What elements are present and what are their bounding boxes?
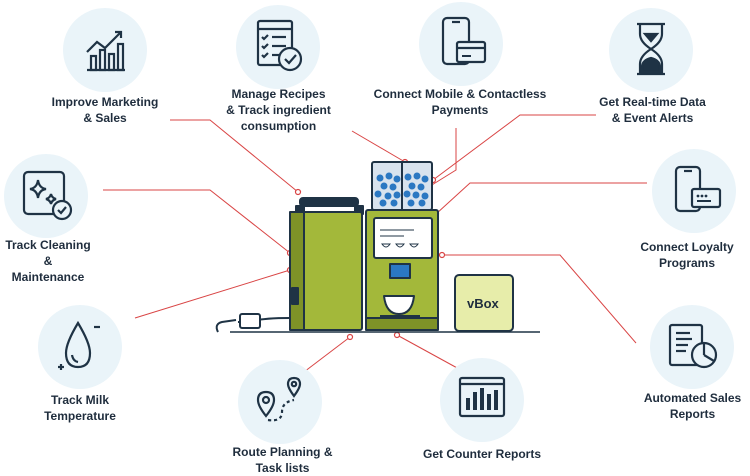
- checklist-icon: [256, 19, 303, 72]
- feature-counter: [440, 358, 524, 442]
- feature-route: [238, 360, 322, 444]
- coffee-beans: [374, 172, 429, 207]
- label-cleaning: Track Cleaning & Maintenance: [5, 238, 91, 284]
- connector-dot-marketing: [294, 188, 302, 196]
- growth-chart-icon: [86, 30, 125, 72]
- label-route: Route Planning & Task lists: [232, 445, 333, 475]
- fridge-handle: [299, 197, 359, 207]
- feature-marketing: [63, 8, 147, 92]
- sparkle-check-icon: [22, 170, 73, 221]
- connector-sales: [442, 254, 637, 344]
- phone-loyalty-icon: [674, 165, 722, 213]
- connector-recipes: [351, 130, 406, 163]
- connector-payments: [426, 128, 457, 189]
- connector-milk: [134, 269, 291, 319]
- label-sales: Automated Sales Reports: [643, 391, 742, 421]
- label-counter: Get Counter Reports: [422, 447, 541, 461]
- report-pie-icon: [668, 323, 718, 369]
- feature-recipes: [236, 5, 320, 89]
- label-milk: Track Milk Temperature: [44, 393, 116, 423]
- connector-dot-sales: [438, 251, 446, 259]
- counter-chart-icon: [458, 376, 506, 418]
- connector-marketing: [170, 119, 299, 193]
- feature-loyalty: [652, 149, 736, 233]
- label-realtime: Get Real-time Data & Event Alerts: [599, 95, 706, 125]
- label-payments: Connect Mobile & Contactless Payments: [373, 87, 547, 117]
- coffee-spout: [389, 263, 411, 279]
- connector-dot-route: [346, 333, 354, 341]
- connector-realtime: [432, 114, 596, 181]
- connector-cleaning: [103, 189, 291, 254]
- hourglass-icon: [637, 22, 665, 76]
- feature-sales: [650, 305, 734, 389]
- machine-screen: [373, 217, 433, 259]
- connector-loyalty: [435, 182, 647, 215]
- label-marketing: Improve Marketing & Sales: [51, 95, 159, 125]
- phone-card-icon: [441, 16, 487, 66]
- route-pin-icon: [256, 376, 302, 422]
- vbox-device: [454, 274, 514, 332]
- feature-cleaning: [4, 154, 88, 238]
- milk-drop-icon: [58, 320, 100, 370]
- feature-payments: [419, 2, 503, 86]
- vbox-label: vBox: [467, 296, 499, 311]
- feature-realtime: [609, 8, 693, 92]
- coffee-cup: [383, 295, 415, 315]
- label-recipes: Manage Recipes & Track ingredient consum…: [226, 87, 331, 133]
- connector-route: [299, 336, 351, 376]
- power-plug: [239, 313, 261, 329]
- label-loyalty: Connect Loyalty Programs: [640, 240, 734, 270]
- feature-milk: [38, 305, 122, 389]
